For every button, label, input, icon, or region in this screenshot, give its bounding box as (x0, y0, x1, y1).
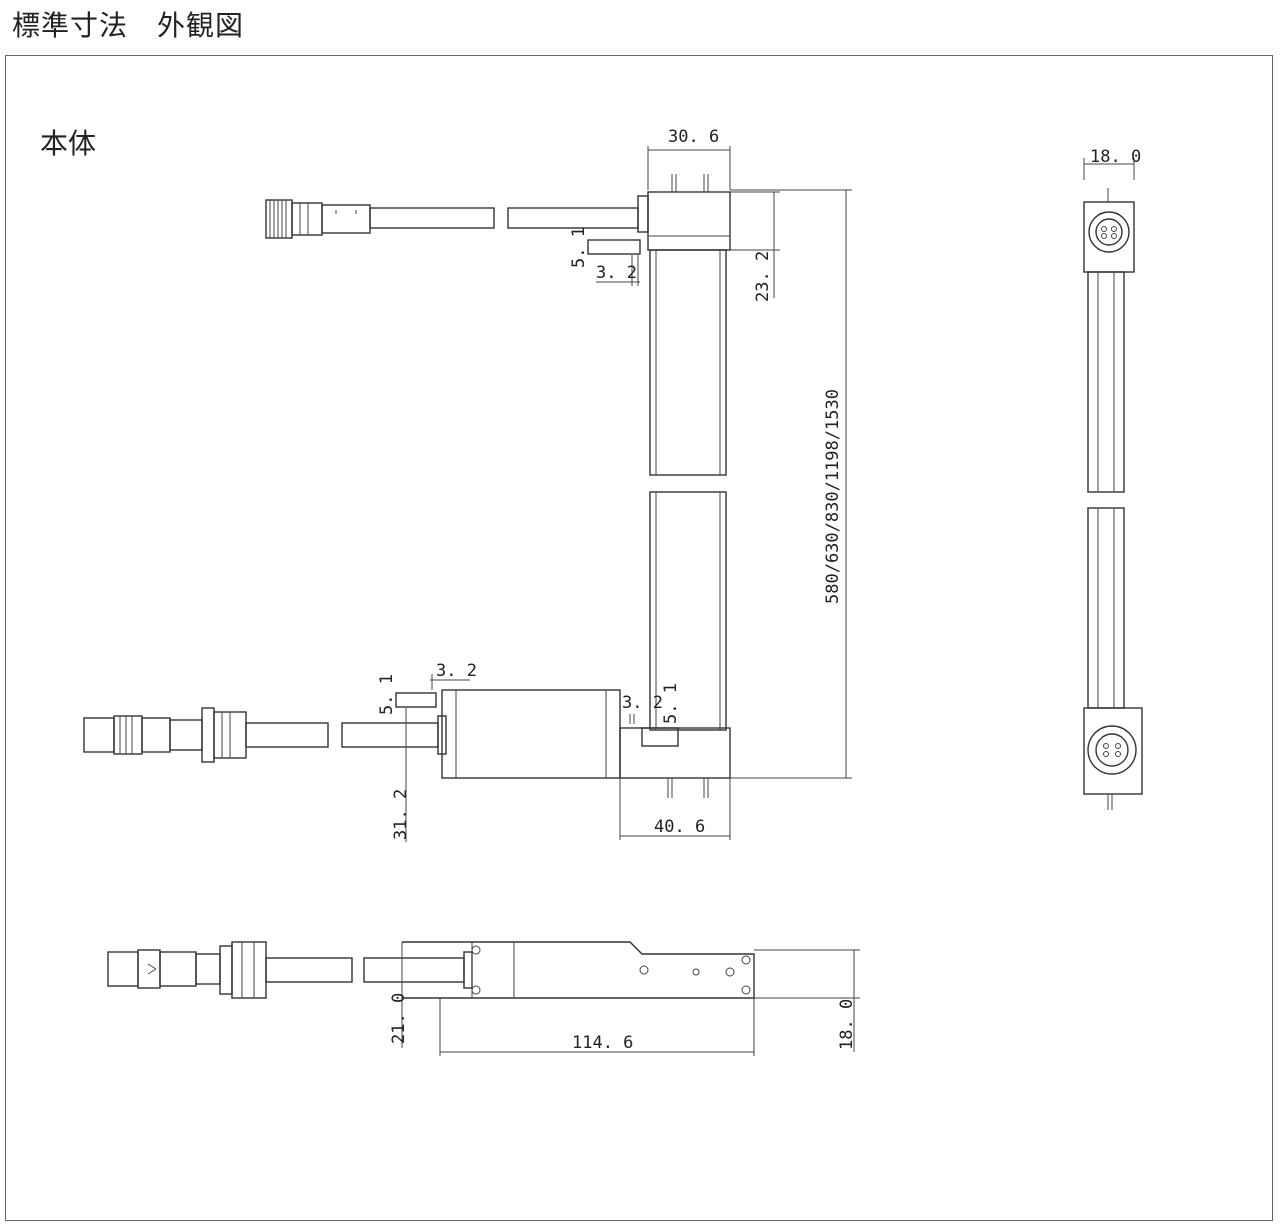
section-label: 本体 (40, 127, 97, 160)
side-view: 18. 0 (1083, 147, 1143, 810)
dim-foot-width: 40. 6 (654, 817, 705, 837)
dim-lower-h2: 5. 1 (661, 683, 681, 724)
dim-bottom-thickness: 18. 0 (837, 999, 857, 1050)
dim-lower-h1: 5. 1 (377, 674, 397, 715)
dim-cable-w1: 3. 2 (596, 263, 637, 283)
bottom-body (402, 941, 755, 999)
dim-side-width: 18. 0 (1090, 147, 1141, 167)
dim-head-height: 23. 2 (753, 251, 773, 302)
bottom-connector (107, 941, 473, 999)
dim-lower-w1: 3. 2 (436, 661, 477, 681)
middle-body (395, 689, 731, 798)
dim-bottom-height: 21. 0 (389, 993, 409, 1044)
page-title: 標準寸法 外観図 (12, 9, 245, 42)
top-connector (265, 195, 649, 239)
dim-lower-height: 31. 2 (391, 789, 411, 840)
drawing-frame (5, 55, 1273, 1221)
dim-length: 580/630/830/1198/1530 (823, 389, 843, 604)
dim-top-width: 30. 6 (668, 127, 719, 147)
dim-cable-h1: 5. 1 (569, 227, 589, 268)
dim-lower-w2: 3. 2 (622, 693, 663, 713)
dim-bottom-length: 114. 6 (572, 1033, 633, 1053)
top-body (587, 174, 731, 731)
middle-connector (83, 707, 447, 763)
